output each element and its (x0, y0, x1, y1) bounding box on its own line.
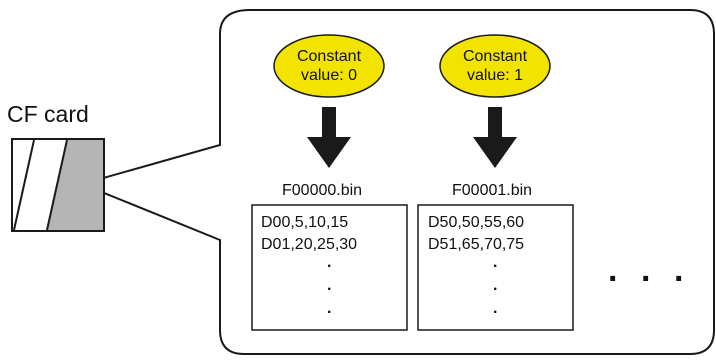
file-row: D51,65,70,75 (428, 236, 525, 253)
down-arrow-icon (307, 107, 351, 168)
more-ellipsis-dot: . (608, 251, 618, 289)
file-box-0 (251, 204, 408, 331)
cf-card-icon (11, 138, 105, 232)
constant-label-line1: Constant (296, 48, 362, 65)
constant-label-line2: value: 0 (300, 67, 358, 84)
file-name-0: F00000.bin (282, 182, 363, 199)
constant-badge-1 (439, 34, 551, 98)
down-arrow-icon (473, 107, 517, 168)
vertical-ellipsis-dot: . (493, 300, 498, 317)
constant-badge-0 (273, 34, 385, 98)
more-ellipsis-dot: . (641, 251, 651, 289)
vertical-ellipsis-dot: . (327, 277, 332, 294)
vertical-ellipsis-dot: . (327, 300, 332, 317)
vertical-ellipsis-dot: . (493, 277, 498, 294)
constant-label-line1: Constant (462, 48, 528, 65)
file-box-1 (417, 204, 574, 331)
more-ellipsis-dot: . (674, 251, 684, 289)
cf-card-label: CF card (7, 101, 89, 127)
file-row: D00,5,10,15 (261, 214, 349, 231)
file-row: D50,50,55,60 (428, 214, 525, 231)
file-row: D01,20,25,30 (261, 236, 358, 253)
constant-label-1: Constant value: 1 (445, 47, 545, 85)
vertical-ellipsis-dot: . (493, 254, 498, 271)
file-name-1: F00001.bin (452, 182, 533, 199)
constant-label-0: Constant value: 0 (279, 47, 379, 85)
constant-label-line2: value: 1 (466, 67, 524, 84)
vertical-ellipsis-dot: . (327, 254, 332, 271)
